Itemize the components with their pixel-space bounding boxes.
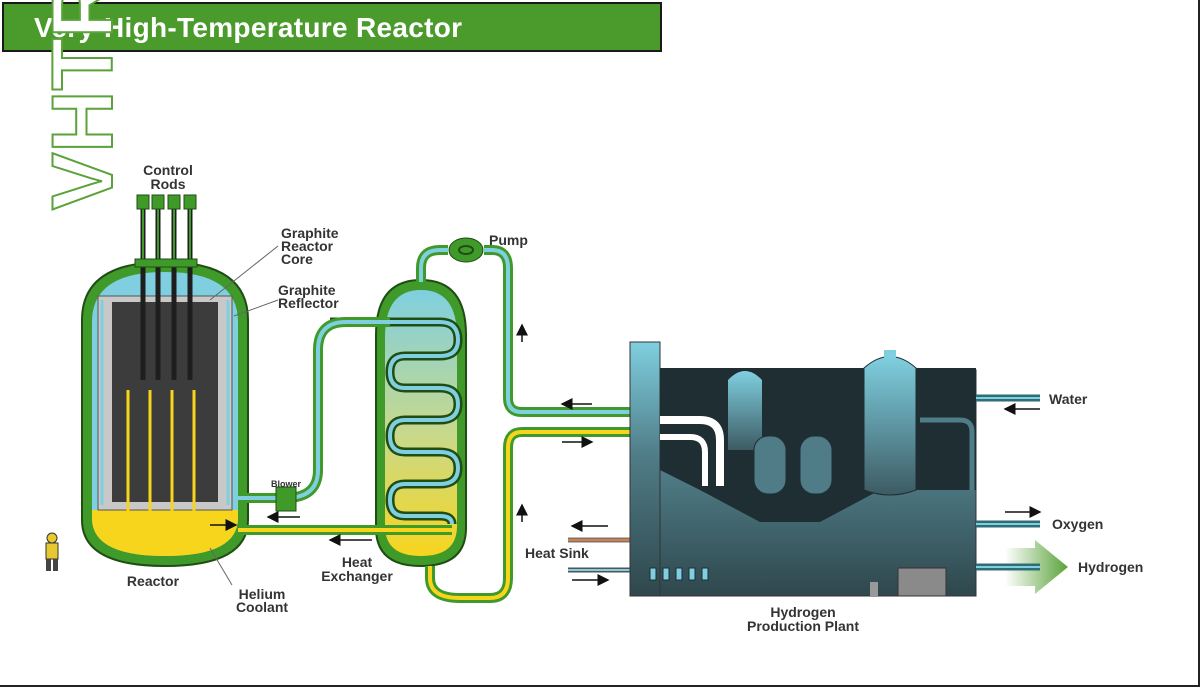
worker-figure-icon: [45, 532, 59, 571]
svg-text:VHTR: VHTR: [35, 0, 131, 210]
label-graphite-reflector-2: Reflector: [278, 295, 339, 311]
label-graphite-reflector-1: Graphite: [278, 282, 336, 298]
label-heat-exchanger-2: Exchanger: [321, 568, 393, 584]
label-control-rods-2: Rods: [151, 176, 186, 192]
control-rod-heads: [134, 194, 198, 268]
label-plant-2: Production Plant: [747, 618, 859, 634]
label-helium-coolant-2: Coolant: [236, 599, 288, 615]
primary-loop-pipes: [238, 317, 452, 535]
heat-exchanger: [330, 278, 467, 568]
vhtr-side-label: VHTR: [34, 0, 132, 211]
label-blower: Blower: [271, 479, 302, 489]
flow-arrows: [210, 323, 1042, 586]
label-plant-1: Hydrogen: [770, 604, 835, 620]
heat-sink-pipes: [568, 537, 630, 573]
label-control-rods-1: Control: [143, 162, 193, 178]
label-oxygen: Oxygen: [1052, 516, 1103, 532]
hydrogen-production-plant: [629, 341, 977, 597]
secondary-loop-pipes: [416, 245, 630, 603]
label-graphite-core-3: Core: [281, 251, 313, 267]
pump: [448, 237, 484, 263]
title-banner: Very-High-Temperature Reactor: [2, 2, 662, 52]
reactor-vessel: [81, 205, 249, 568]
label-hydrogen: Hydrogen: [1078, 559, 1143, 575]
label-heat-exchanger-1: Heat: [342, 554, 373, 570]
label-reactor: Reactor: [127, 573, 180, 589]
blower: [275, 486, 297, 512]
label-water: Water: [1049, 391, 1088, 407]
label-helium-coolant-1: Helium: [239, 586, 286, 602]
label-graphite-core-1: Graphite: [281, 225, 339, 241]
label-pump: Pump: [489, 232, 528, 248]
product-pipes: [976, 394, 1040, 528]
label-graphite-core-2: Reactor: [281, 238, 334, 254]
label-heat-sink: Heat Sink: [525, 545, 589, 561]
diagram-title: Very-High-Temperature Reactor: [34, 12, 463, 43]
leader-lines: [209, 245, 279, 586]
hydrogen-output-arrow: [976, 540, 1068, 594]
